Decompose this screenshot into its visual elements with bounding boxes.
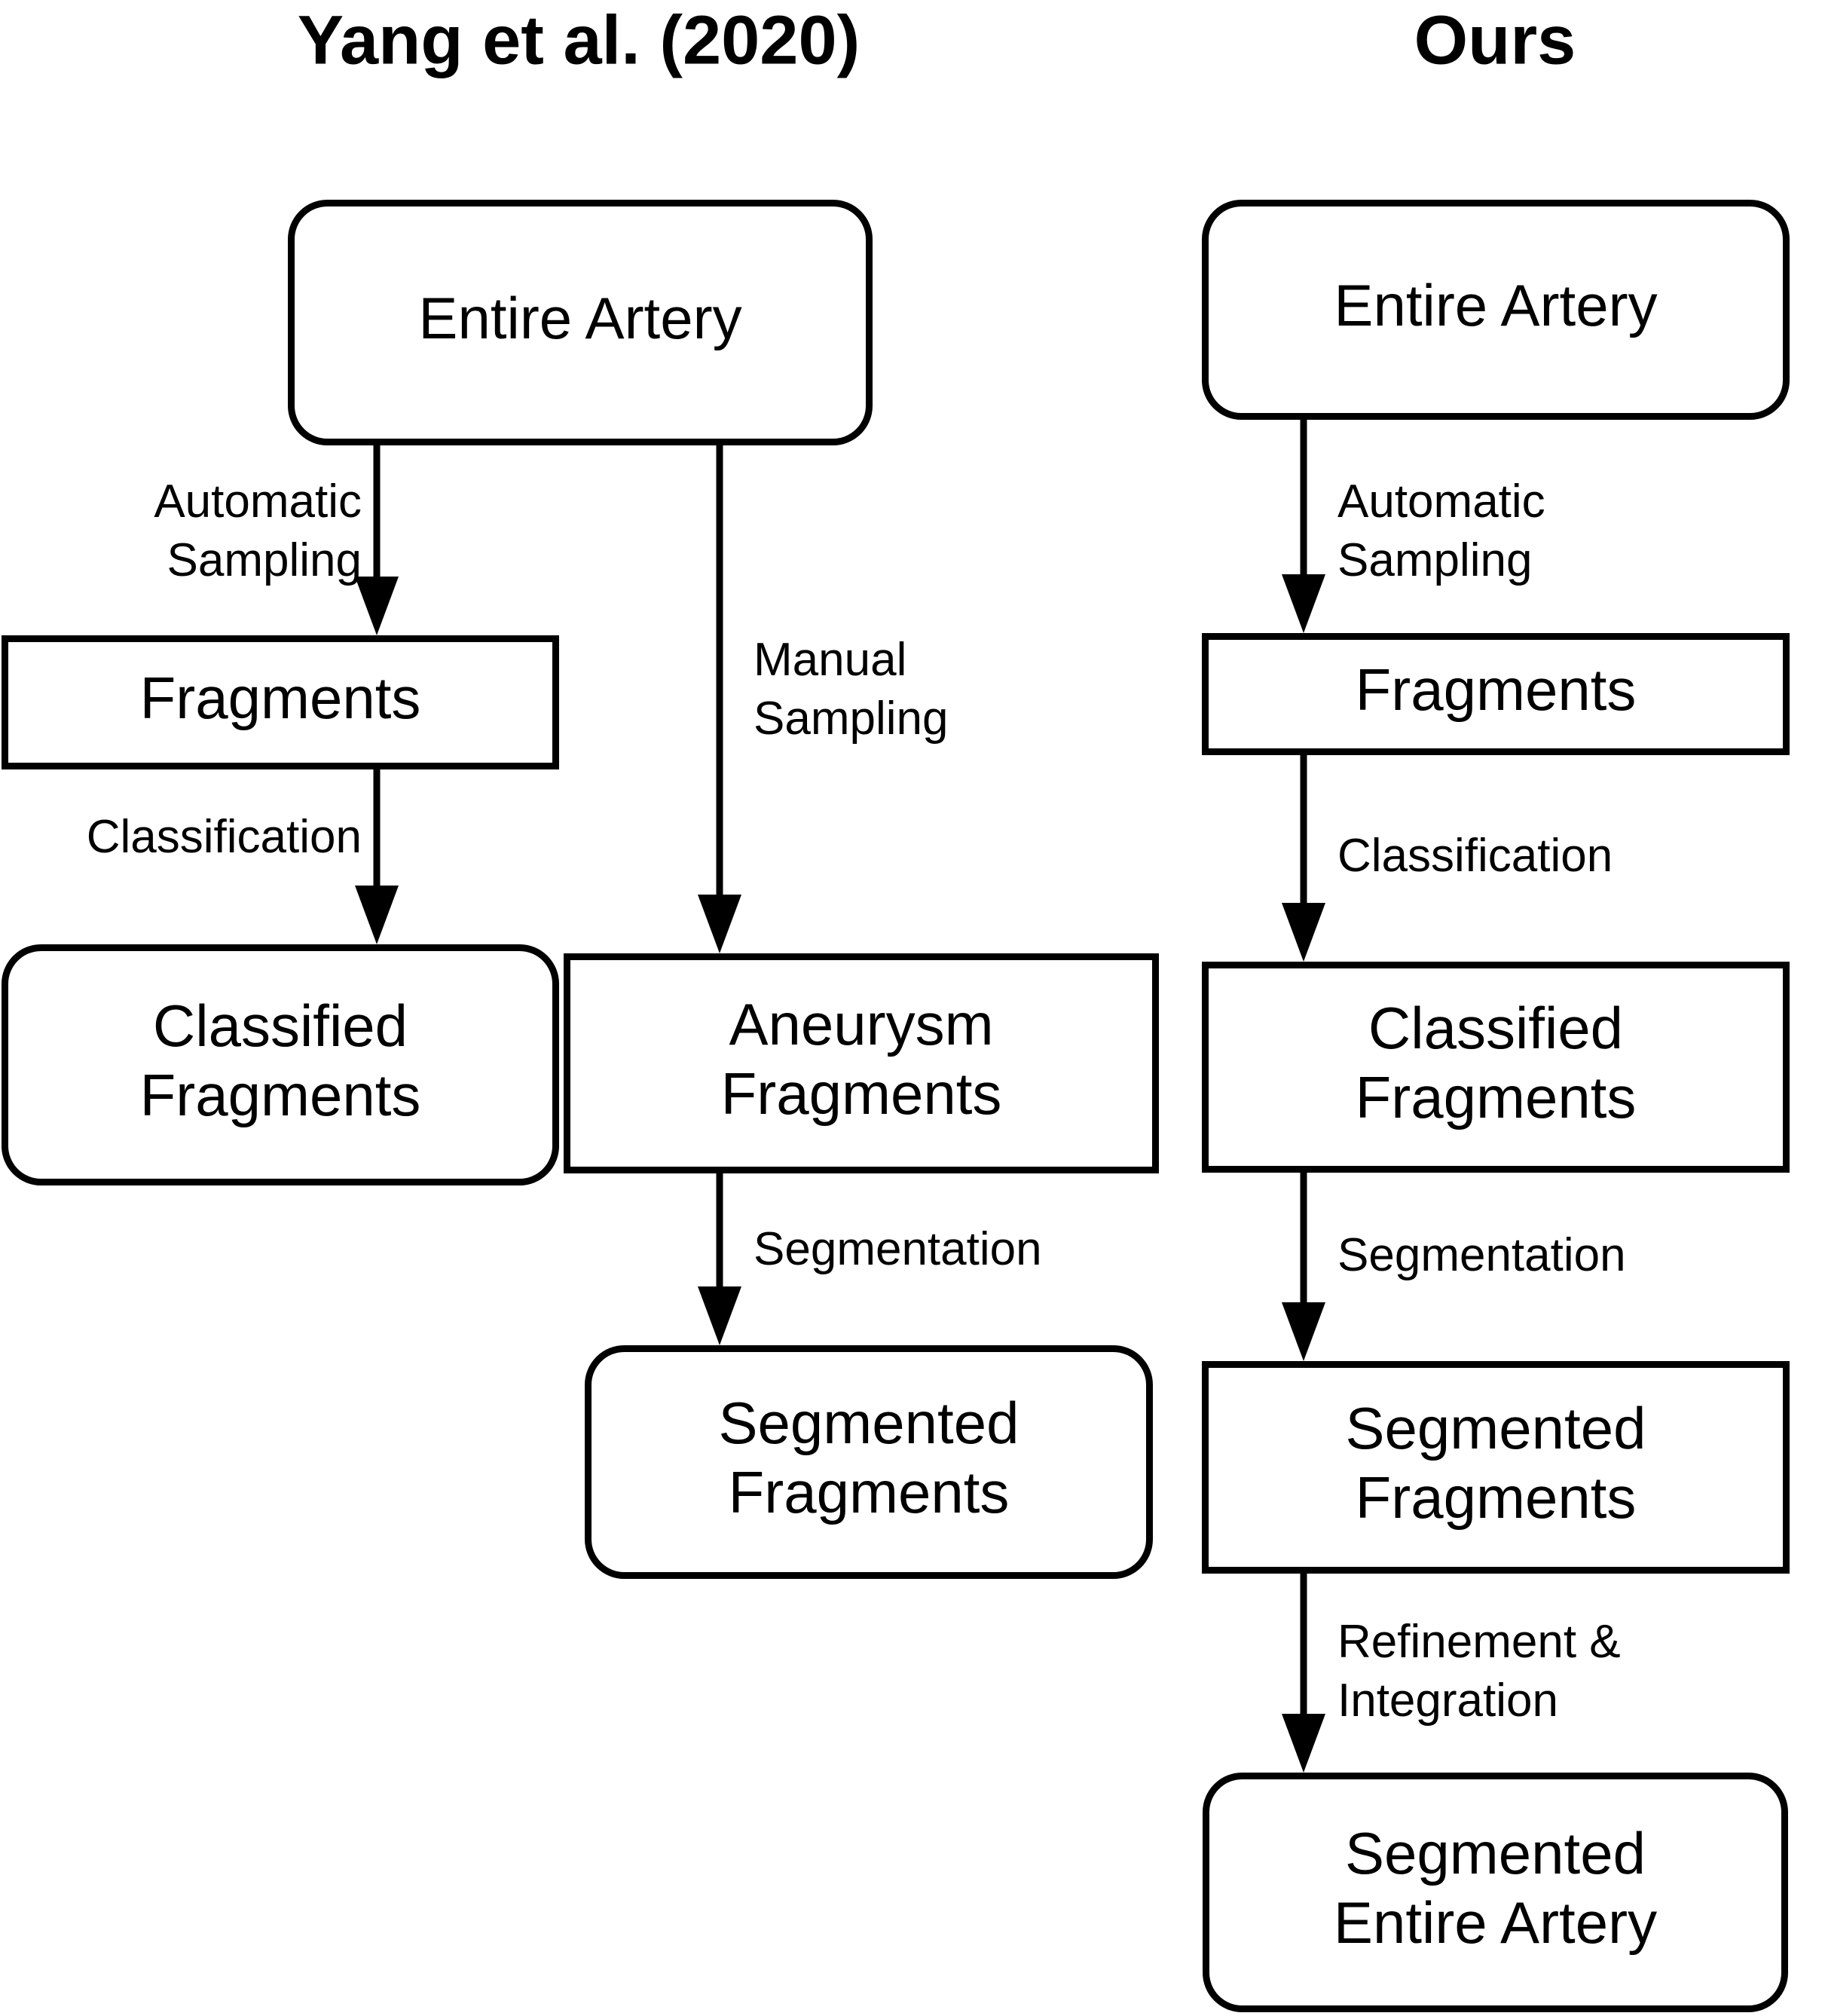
edge-right-classification: Classification bbox=[1282, 755, 1613, 962]
node-mid-segmented-fragments-shape bbox=[585, 1345, 1153, 1579]
edge-left-classification: Classification bbox=[87, 769, 399, 944]
edge-right-segmentation-label: Segmentation bbox=[1337, 1229, 1626, 1281]
edge-right-segmentation: Segmentation bbox=[1282, 1173, 1626, 1361]
node-right-entire-artery-label: Entire Artery bbox=[1334, 272, 1657, 338]
node-left-classified-fragments-shape bbox=[2, 944, 559, 1185]
node-right-segmented-fragments-shape bbox=[1202, 1361, 1790, 1574]
edge-right-refinement-label: Refinement &Integration bbox=[1337, 1616, 1621, 1727]
node-right-classified-fragments-shape bbox=[1202, 962, 1790, 1173]
node-left-entire-artery-label: Entire Artery bbox=[418, 285, 741, 351]
node-right-entire-artery[interactable]: Entire Artery bbox=[1202, 200, 1790, 420]
column-title-left: Yang et al. (2020) bbox=[298, 2, 861, 78]
node-left-entire-artery-shape bbox=[288, 200, 873, 445]
edge-right-refinement-arrowhead bbox=[1282, 1714, 1325, 1773]
edge-left-auto-sampling-arrowhead bbox=[355, 577, 399, 635]
node-left-entire-artery[interactable]: Entire Artery bbox=[288, 200, 873, 445]
edge-left-classification-label: Classification bbox=[87, 811, 362, 863]
edge-right-refinement: Refinement &Integration bbox=[1282, 1574, 1621, 1773]
edge-right-classification-arrowhead bbox=[1282, 903, 1325, 962]
column-titles-layer: Yang et al. (2020) Ours bbox=[298, 2, 1576, 78]
edge-left-manual-sampling-arrowhead bbox=[698, 895, 741, 953]
node-left-fragments-shape bbox=[2, 635, 559, 769]
node-left-fragments[interactable]: Fragments bbox=[2, 635, 559, 769]
edge-left-classification-arrowhead bbox=[355, 886, 399, 944]
edge-right-classification-label: Classification bbox=[1337, 830, 1613, 882]
edge-right-auto-sampling-arrowhead bbox=[1282, 574, 1325, 633]
edge-right-segmentation-arrowhead bbox=[1282, 1302, 1325, 1361]
edge-mid-segmentation: Segmentation bbox=[698, 1173, 1042, 1345]
edge-mid-segmentation-arrowhead bbox=[698, 1286, 741, 1345]
node-right-fragments-shape bbox=[1202, 633, 1790, 755]
node-mid-aneurysm-fragments-shape bbox=[564, 953, 1159, 1173]
node-right-fragments-label: Fragments bbox=[1356, 656, 1637, 723]
node-right-fragments[interactable]: Fragments bbox=[1202, 633, 1790, 755]
column-title-right: Ours bbox=[1414, 2, 1576, 78]
node-right-segmented-artery-shape bbox=[1203, 1773, 1788, 2012]
edge-mid-segmentation-label: Segmentation bbox=[754, 1223, 1042, 1275]
node-left-fragments-label: Fragments bbox=[140, 665, 421, 731]
node-right-entire-artery-shape bbox=[1202, 200, 1790, 420]
